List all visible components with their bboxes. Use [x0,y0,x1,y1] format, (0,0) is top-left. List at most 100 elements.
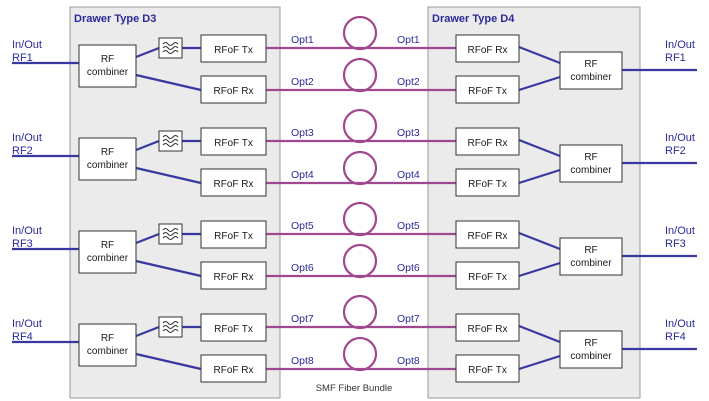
rf-port-left-label: In/Out [12,225,42,237]
combiner-to-rx-line [135,73,202,92]
right-rfof-rx [455,313,520,342]
left-rfof-rx [200,75,267,104]
right-rfof-tx [455,168,520,197]
right-rfof-tx-label: RFoF Tx [468,86,507,97]
left-rfof-tx-label: RFoF Tx [214,231,253,242]
rf-port-right-label: In/Out [665,225,695,237]
filter-block [158,130,183,152]
rf-port-left-name: RF3 [12,238,33,250]
right-rfof-rx [455,34,520,63]
rx-to-combiner-line [518,231,561,251]
opt-label-right-bottom: Opt2 [397,76,420,88]
combiner-to-rx-line [135,259,202,278]
fiber-loop-bottom [342,150,378,186]
filter-icon [162,321,179,333]
opt-label-left-bottom: Opt8 [291,355,314,367]
tx-to-combiner-line [518,354,561,371]
filter-icon [162,42,179,54]
filter-block [158,316,183,338]
left-rfof-tx-label: RFoF Tx [214,324,253,335]
left-rfof-tx-label: RFoF Tx [214,45,253,56]
left-rfof-tx-label: RFoF Tx [214,138,253,149]
rf-port-right-label: In/Out [665,39,695,51]
left-rfof-rx-label: RFoF Rx [214,272,254,283]
left-rfof-rx-label: RFoF Rx [214,365,254,376]
left-rfof-tx [200,34,267,63]
rf-port-right-name: RF3 [665,238,686,250]
right-rf-combiner [559,330,623,369]
left-rf-combiner [78,137,137,181]
opt-label-left-top: Opt3 [291,127,314,139]
opt-label-left-bottom: Opt6 [291,262,314,274]
right-rf-combiner [559,144,623,183]
opt-label-right-top: Opt7 [397,313,420,325]
drawer-d4-title: Drawer Type D4 [432,13,515,25]
opt-label-left-bottom: Opt4 [291,169,314,181]
right-rfof-tx-label: RFoF Tx [468,272,507,283]
combiner-to-filter-line [135,232,160,245]
fiber-loop-bottom [342,57,378,93]
left-rf-combiner [78,44,137,88]
left-rf-combiner [78,230,137,274]
tx-to-combiner-line [518,168,561,185]
right-rfof-tx [455,261,520,290]
left-rfof-tx [200,127,267,156]
left-rfof-rx-label: RFoF Rx [214,86,254,97]
opt-label-left-bottom: Opt2 [291,76,314,88]
opt-label-left-top: Opt7 [291,313,314,325]
right-rfof-tx-label: RFoF Tx [468,179,507,190]
rf-port-left-name: RF1 [12,52,33,64]
filter-icon [162,228,179,240]
fiber-loop-top [342,294,378,330]
rx-to-combiner-line [518,45,561,65]
rf-port-left-label: In/Out [12,39,42,51]
left-rfof-tx [200,313,267,342]
filter-block [158,223,183,245]
right-rfof-rx-label: RFoF Rx [468,324,508,335]
opt-label-right-top: Opt3 [397,127,420,139]
opt-label-right-top: Opt5 [397,220,420,232]
filter-block [158,37,183,59]
right-rfof-rx-label: RFoF Rx [468,45,508,56]
rf-port-left-name: RF4 [12,331,33,343]
drawer-d3-title: Drawer Type D3 [74,13,156,25]
rx-to-combiner-line [518,324,561,344]
opt-label-right-bottom: Opt4 [397,169,420,181]
rf-port-right-label: In/Out [665,318,695,330]
tx-to-combiner-line [518,261,561,278]
tx-to-combiner-line [518,75,561,92]
rf-port-right-label: In/Out [665,132,695,144]
rx-to-combiner-line [518,138,561,158]
filter-icon [162,135,179,147]
right-rfof-tx [455,354,520,383]
combiner-to-rx-line [135,166,202,185]
opt-label-left-top: Opt5 [291,220,314,232]
left-rfof-rx [200,354,267,383]
left-rfof-tx [200,220,267,249]
combiner-to-filter-line [135,46,160,59]
fiber-loop-top [342,108,378,144]
rf-port-left-name: RF2 [12,145,33,157]
rf-port-left-label: In/Out [12,318,42,330]
right-rfof-rx-label: RFoF Rx [468,138,508,149]
combiner-to-filter-line [135,139,160,152]
opt-label-right-bottom: Opt8 [397,355,420,367]
right-rf-combiner [559,237,623,276]
fiber-loop-bottom [342,336,378,372]
right-rf-combiner [559,51,623,90]
rf-port-right-name: RF2 [665,145,686,157]
opt-label-right-bottom: Opt6 [397,262,420,274]
combiner-to-rx-line [135,352,202,371]
rf-port-right-name: RF1 [665,52,686,64]
